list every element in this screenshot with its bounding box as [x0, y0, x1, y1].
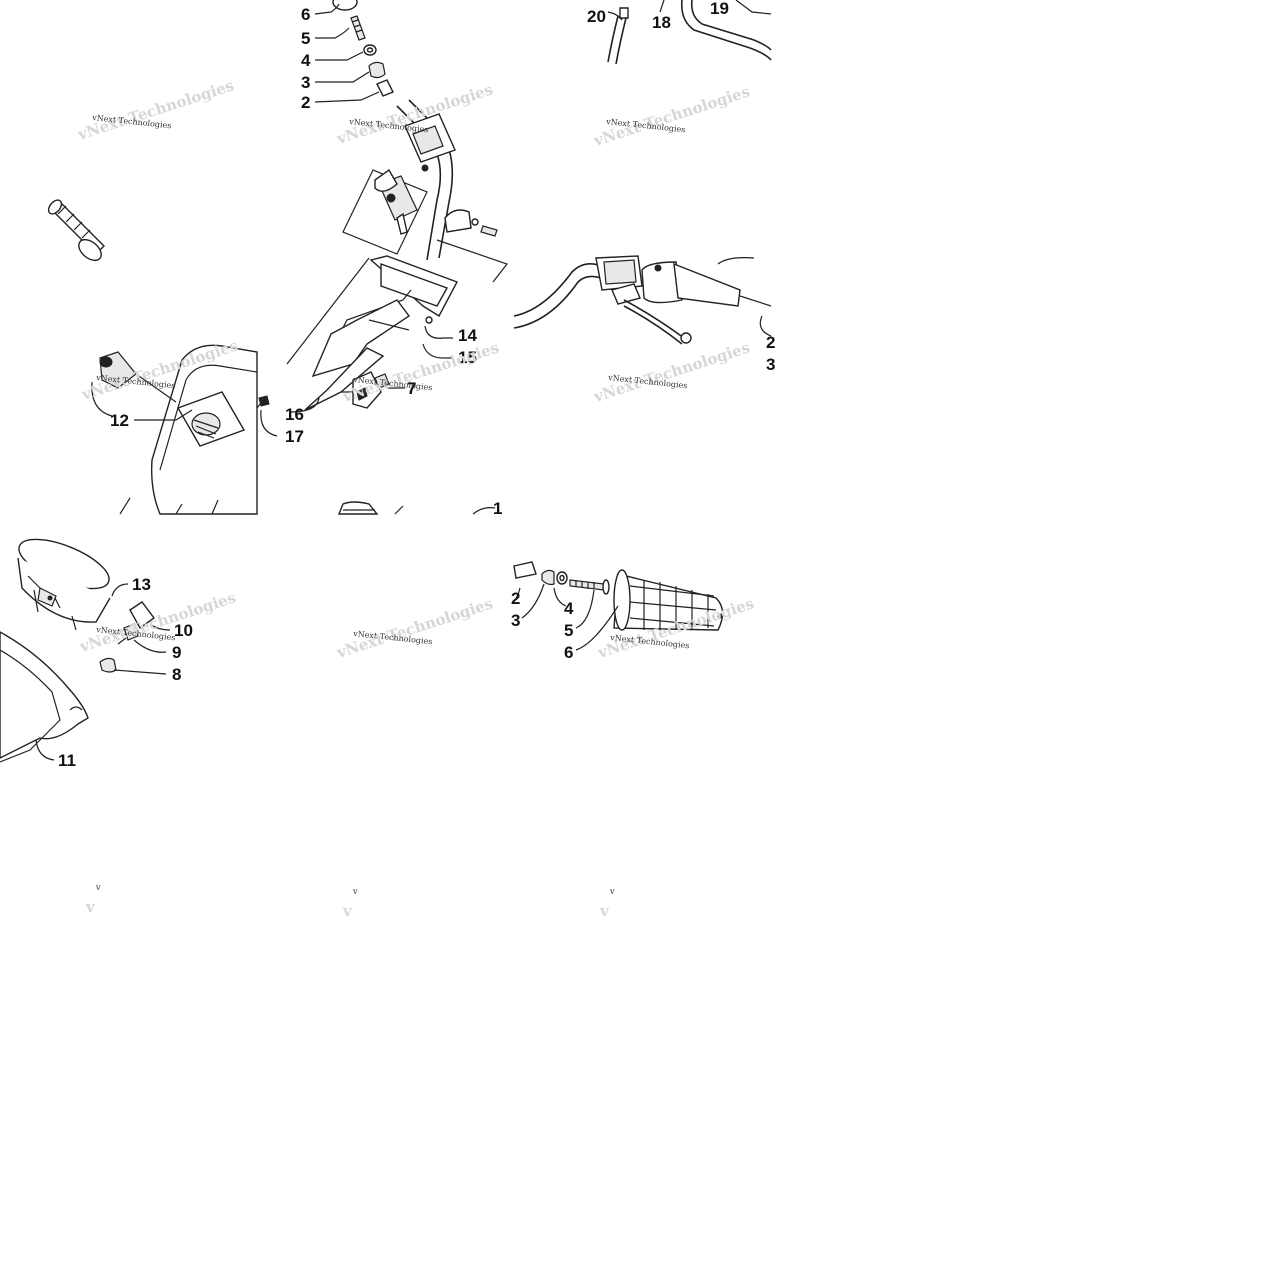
throttle-small-parts: [332, 0, 394, 97]
tile-e-drawing: vNext Technologies vNext Technologies v …: [334, 594, 495, 920]
callout-13: 13: [132, 575, 151, 594]
throttle-housing: [396, 99, 456, 261]
brake-lever-assembly: [513, 255, 772, 345]
speedometer-gauge: [17, 538, 111, 631]
brake-master-cylinder: [342, 168, 428, 255]
callout-15: 15: [458, 348, 477, 367]
callout-9: 9: [172, 643, 181, 662]
tile-meter-housing: 12 vNext Technologies vNext Technologies…: [0, 0, 258, 515]
callout-17: 17: [285, 427, 304, 446]
tile-blank: vNext Technologies vNext Technologies v …: [257, 514, 514, 1028]
grip-fasteners: [513, 561, 610, 595]
callout-3-clipped: 3: [511, 611, 520, 630]
callout-8: 8: [172, 665, 181, 684]
hand-grip-fragment: [47, 199, 105, 262]
watermark-ghost: vNext Technologies: [75, 76, 236, 144]
callout-14: 14: [458, 326, 477, 345]
switch-block: [352, 371, 390, 409]
callout-7: 7: [407, 379, 416, 398]
callout-4: 4: [301, 51, 311, 70]
callout-18: 18: [652, 13, 671, 32]
ignition-switch: [99, 351, 177, 403]
leader-12: [134, 409, 193, 421]
cable-end: [607, 7, 629, 65]
callout-2: 2: [301, 93, 310, 112]
callout-5: 5: [564, 621, 573, 640]
handlebar-tube: [680, 0, 772, 61]
tile-handlebar-left: 20 18 19: [513, 0, 775, 514]
callout-12: 12: [110, 411, 129, 430]
callout-6: 6: [301, 5, 310, 24]
callout-3: 3: [301, 73, 310, 92]
steering-bracket: [286, 255, 458, 411]
callout-3-clipped: 3: [766, 355, 775, 374]
watermark-stub: v: [95, 883, 101, 892]
hand-grip: [613, 569, 724, 631]
watermark-ghost-stub: v: [599, 902, 610, 920]
callout-4: 4: [564, 599, 574, 618]
callout-19: 19: [710, 0, 729, 18]
callout-16: 16: [285, 405, 304, 424]
tile-throttle-and-bracket: 6 5 4 3 2: [256, 0, 514, 518]
callout-1: 1: [493, 499, 502, 518]
callout-20: 20: [587, 7, 606, 26]
watermark-ghost-stub: v: [85, 898, 96, 916]
tile-speedometer: 13 10 9 8 11 vNext Technologies vNext Te…: [0, 514, 257, 1028]
callout-2-clipped: 2: [511, 589, 520, 608]
handlebar-clamp: [436, 209, 508, 283]
tile-f-drawing: 2 3 4 5 6 vNext Technologies vNext Techn…: [511, 561, 756, 920]
callout-11: 11: [58, 751, 76, 770]
tile-a-drawing: 12 vNext Technologies vNext Technologies…: [47, 76, 258, 515]
watermark-ghost: vNext Technologies: [334, 594, 495, 662]
tile-c-drawing: 20 18 19: [513, 0, 772, 406]
tile-throttle-grip: 2 3 4 5 6 vNext Technologies vNext Techn…: [511, 514, 771, 1028]
meter-housing: [119, 344, 258, 515]
callout-10: 10: [174, 621, 193, 640]
front-housing: [0, 631, 89, 763]
callout-2-clipped: 2: [766, 333, 775, 352]
watermark-stub: v: [609, 887, 615, 896]
watermark-ghost-stub: v: [342, 902, 353, 920]
tile-d-drawing: 13 10 9 8 11 vNext Technologies vNext Te…: [0, 538, 238, 916]
tile-c-edge-callouts: 2 3: [766, 333, 775, 374]
indicator-parts: [99, 601, 155, 673]
watermark-stub: v: [352, 887, 358, 896]
tile-b-drawing: 6 5 4 3 2: [256, 0, 508, 518]
callout-5: 5: [301, 29, 310, 48]
callout-6: 6: [564, 643, 573, 662]
